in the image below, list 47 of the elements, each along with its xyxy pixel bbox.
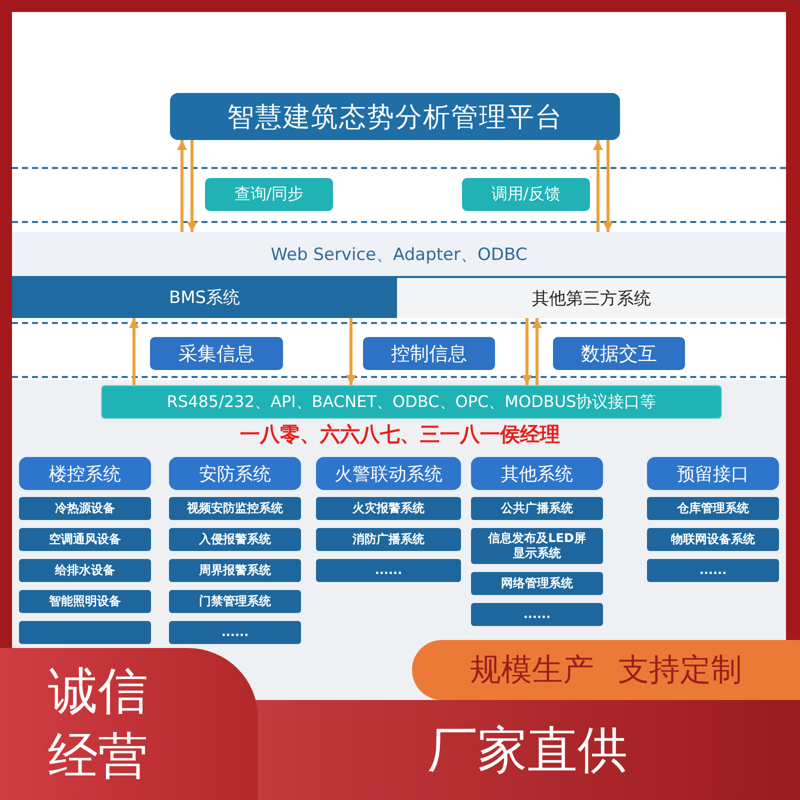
system-band: 其他第三方系统 [397,276,786,318]
column-header-box: 预留接口 [647,457,779,490]
flow-label-box: 采集信息 [150,337,283,370]
subsystem-box [19,621,151,644]
subsystem-box: 给排水设备 [19,559,151,582]
subsystem-box: 仓库管理系统 [647,497,779,520]
subsystem-box: 视频安防监控系统 [169,497,301,520]
arrow [603,140,613,232]
interface-band: Web Service、Adapter、ODBC [12,232,786,276]
platform-box: 智慧建筑态势分析管理平台 [170,93,620,140]
subsystem-box: ...... [647,559,779,582]
subsystem-box: ...... [471,603,603,626]
arrow [187,140,197,232]
slogan-banner: 诚信经营 [0,648,258,800]
slogan-band: 厂家直供 [255,700,800,800]
slogan-pill: 规模生产 支持定制 [412,640,800,700]
arrow [346,318,356,385]
flow-label-box: 控制信息 [363,337,495,370]
column-header-box: 火警联动系统 [316,457,461,490]
column-header-box: 楼控系统 [19,457,151,490]
arrow [593,140,603,232]
subsystem-box: 入侵报警系统 [169,528,301,551]
arrow [177,140,187,232]
subsystem-box: 物联网设备系统 [647,528,779,551]
column-header-box: 其他系统 [471,457,603,490]
subsystem-box: 消防广播系统 [316,528,461,551]
subsystem-box: 空调通风设备 [19,528,151,551]
subsystem-box: 门禁管理系统 [169,590,301,613]
arrow [129,318,139,385]
subsystem-box: ...... [316,559,461,582]
subsystem-box: 智能照明设备 [19,590,151,613]
flow-label-box: 数据交互 [553,337,685,370]
column-header-box: 安防系统 [169,457,301,490]
subsystem-box: 网络管理系统 [471,572,603,595]
arrow [532,318,542,385]
subsystem-box: 公共广播系统 [471,497,603,520]
system-band: BMS系统 [12,276,397,318]
subsystem-box: 冷热源设备 [19,497,151,520]
contact-text: 一八零、六六八七、三一八一侯经理 [239,422,561,446]
subsystem-box: 周界报警系统 [169,559,301,582]
subsystem-box: 火灾报警系统 [316,497,461,520]
subsystem-box: 信息发布及LED屏显示系统 [471,528,603,564]
flow-label-box: 调用/反馈 [462,178,590,211]
arrow [522,318,532,385]
protocol-bar: RS485/232、API、BACNET、ODBC、OPC、MODBUS协议接口等 [101,385,722,419]
flow-label-box: 查询/同步 [205,178,333,211]
subsystem-box: ...... [169,621,301,644]
